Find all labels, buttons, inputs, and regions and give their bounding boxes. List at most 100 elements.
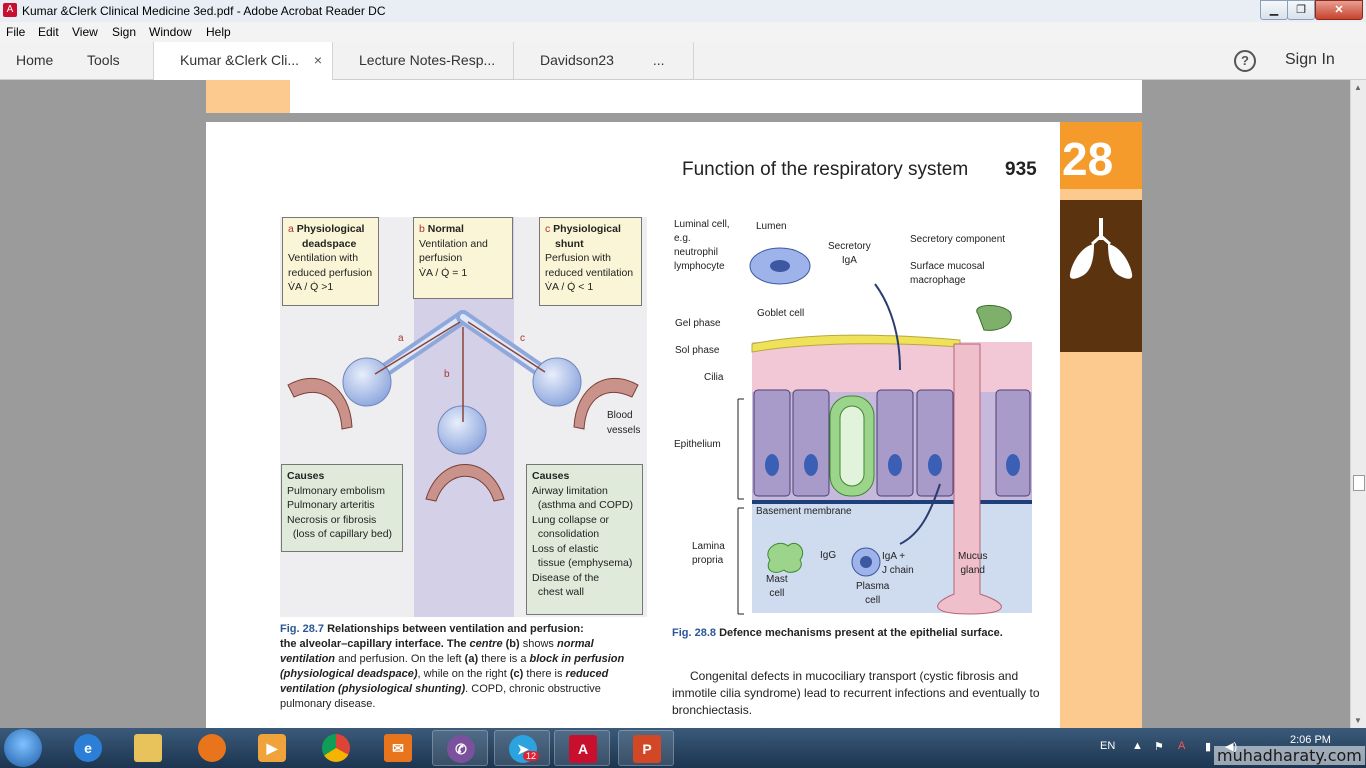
file-explorer-icon[interactable] [120, 730, 176, 766]
telegram-badge: 12 [523, 751, 540, 761]
menu-file[interactable]: File [6, 25, 26, 39]
maximize-button[interactable]: ❐ [1287, 0, 1315, 20]
caption-text: there is [526, 668, 563, 680]
box-line: Ventilation with [288, 252, 359, 264]
causes-left-box: Causes Pulmonary embolism Pulmonary arte… [281, 464, 403, 552]
chapter-number: 28 [1060, 122, 1142, 189]
caption-text: (b) [505, 638, 520, 650]
caption-text: ventilation [280, 653, 336, 665]
tray-expand-icon[interactable]: ▲ [1132, 740, 1143, 752]
cause-item: Pulmonary embolism [287, 484, 386, 497]
menu-bar: File Edit View Sign Window Help [0, 22, 1366, 42]
firefox-icon[interactable] [184, 730, 240, 766]
label-line: Mucus [958, 551, 988, 562]
label-line: IgA + [882, 551, 906, 562]
box-line: Ventilation and [419, 237, 488, 250]
box-line: reduced perfusion [288, 266, 373, 279]
language-indicator[interactable]: EN [1100, 740, 1116, 752]
tab-home[interactable]: Home [16, 52, 54, 68]
menu-view[interactable]: View [72, 25, 98, 39]
lumen-label: Lumen [756, 221, 787, 232]
caption-text: (a) [464, 653, 479, 665]
telegram-icon[interactable]: ➤ 12 [494, 730, 550, 766]
cause-item: Lung collapse or [532, 513, 610, 526]
acrobat-icon: A [3, 3, 17, 17]
box-letter: a [288, 223, 294, 235]
cause-item: consolidation [532, 528, 600, 540]
scrollbar-thumb[interactable] [1353, 475, 1365, 491]
cause-item: Airway limitation [532, 484, 608, 497]
action-center-flag-icon[interactable]: ⚑ [1154, 741, 1164, 753]
vertical-scrollbar[interactable]: ▲ ▼ [1350, 80, 1366, 728]
caption-text: . COPD, chronic obstructive [465, 683, 601, 695]
tab-label: Davidson23 ... [540, 52, 665, 68]
media-player-icon[interactable]: ▶ [244, 730, 300, 766]
basement-membrane-label: Basement membrane [756, 506, 852, 517]
box-physiological-shunt: c Physiological shunt Perfusion with red… [539, 217, 642, 306]
scroll-up-icon[interactable]: ▲ [1354, 83, 1362, 92]
arrow-label-b: b [444, 369, 450, 380]
menu-sign[interactable]: Sign [112, 25, 137, 39]
viber-icon[interactable]: ✆ [432, 730, 488, 766]
tab-document-kumar[interactable]: Kumar &Clerk Cli... × [153, 42, 333, 80]
network-icon[interactable]: ▮ [1205, 741, 1212, 753]
start-button[interactable] [4, 729, 42, 767]
tab-document-davidson[interactable]: Davidson23 ... [514, 42, 694, 79]
causes-title: Causes [532, 470, 570, 482]
mail-icon[interactable]: ✉ [370, 730, 426, 766]
caption-text: and perfusion. On the left [338, 653, 462, 665]
tab-document-lecture-notes[interactable]: Lecture Notes-Resp... [333, 42, 514, 79]
tab-label: Kumar &Clerk Cli... [180, 52, 300, 68]
close-tab-icon[interactable]: × [313, 52, 322, 68]
label-line: e.g. [674, 233, 691, 244]
powerpoint-icon[interactable]: P [618, 730, 674, 766]
chapter-tab-strip [206, 80, 290, 113]
menu-edit[interactable]: Edit [38, 25, 59, 39]
caption-text: the alveolar–capillary interface. The [280, 638, 467, 650]
label-line: Luminal cell, [674, 219, 730, 230]
close-button[interactable]: ✕ [1315, 0, 1363, 20]
scroll-down-icon[interactable]: ▼ [1354, 716, 1362, 725]
causes-title: Causes [287, 470, 325, 482]
box-title-2: shunt [555, 237, 584, 250]
cause-item: (loss of capillary bed) [287, 528, 393, 540]
caption-text: shows [522, 638, 554, 650]
arrow-label-c: c [520, 333, 525, 344]
document-viewer[interactable]: Function of the respiratory system 935 2… [0, 80, 1350, 728]
plasma-cell-label: Plasma cell [856, 580, 889, 608]
page-number: 935 [1005, 159, 1037, 180]
clock-time: 2:06 PM [1290, 734, 1331, 746]
acrobat-icon[interactable]: A [554, 730, 610, 766]
pdf-page: Function of the respiratory system 935 2… [206, 122, 1142, 728]
gel-phase-label: Gel phase [675, 318, 721, 329]
cause-item: Pulmonary arteritis [287, 499, 375, 511]
help-icon[interactable]: ? [1234, 50, 1256, 72]
tab-tools[interactable]: Tools [87, 52, 120, 68]
minimize-button[interactable]: ▁ [1260, 0, 1288, 20]
menu-help[interactable]: Help [206, 25, 231, 39]
igg-label: IgG [820, 550, 837, 561]
label-line: J chain [882, 565, 914, 576]
causes-right-box: Causes Airway limitation (asthma and COP… [526, 464, 643, 615]
clock[interactable]: 2:06 PM [1290, 733, 1331, 747]
caption-figure-number: Fig. 28.8 [672, 627, 717, 639]
epithelial-defence-diagram [737, 247, 1032, 615]
lamina-propria-label: Lamina propria [692, 540, 725, 568]
box-line: perfusion [419, 252, 463, 264]
internet-explorer-icon[interactable]: e [60, 730, 116, 766]
label-line: Plasma [856, 581, 890, 592]
menu-window[interactable]: Window [149, 25, 192, 39]
acrobat-tray-icon[interactable]: A [1178, 740, 1186, 752]
box-ratio: V̇A / Q̇ < 1 [545, 281, 594, 293]
secretory-component-label: Secretory component [910, 234, 1006, 245]
previous-page-bottom [206, 80, 1142, 113]
box-line: Perfusion with [545, 252, 611, 264]
chrome-icon[interactable] [308, 730, 364, 766]
label-line: Mast [766, 574, 788, 585]
sign-in-link[interactable]: Sign In [1285, 51, 1335, 68]
running-head: Function of the respiratory system [682, 159, 969, 180]
caption-text: ventilation (physiological shunting) [280, 683, 466, 695]
mast-cell-label: Mast cell [766, 573, 788, 601]
figure-28-7-caption: Fig. 28.7 Relationships between ventilat… [280, 622, 652, 712]
title-bar: A Kumar &Clerk Clinical Medicine 3ed.pdf… [0, 0, 1366, 23]
